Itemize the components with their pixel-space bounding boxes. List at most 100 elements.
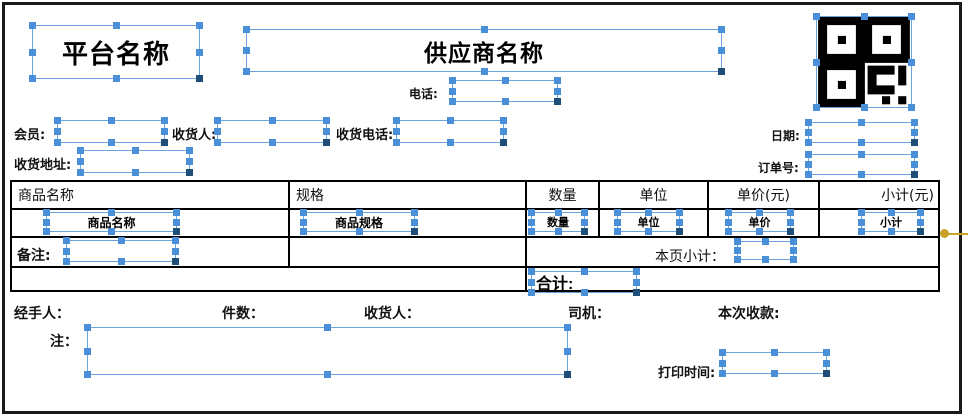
resize-handle-tm[interactable] xyxy=(580,268,588,275)
resize-handle-br[interactable] xyxy=(911,139,918,146)
resize-handle-bl[interactable] xyxy=(858,228,865,235)
resize-handle-bl[interactable] xyxy=(393,139,400,146)
resize-handle-bl[interactable] xyxy=(614,228,621,235)
resize-handle-mr[interactable] xyxy=(173,218,180,226)
resize-handle-bm[interactable] xyxy=(355,228,363,235)
resize-handle-tr[interactable] xyxy=(172,237,179,244)
resize-handle-bl[interactable] xyxy=(214,139,221,146)
resize-handle-bl[interactable] xyxy=(734,256,741,263)
resize-handle-br[interactable] xyxy=(411,228,418,235)
resize-handle-tm[interactable] xyxy=(268,117,276,124)
resize-handle-tr[interactable] xyxy=(161,117,168,124)
resize-handle-ml[interactable] xyxy=(805,161,812,168)
resize-handle-bl[interactable] xyxy=(805,171,812,178)
resize-handle-tr[interactable] xyxy=(554,77,561,84)
remark-input[interactable] xyxy=(63,237,179,265)
resize-handle-ml[interactable] xyxy=(393,128,400,135)
resize-handle-tr[interactable] xyxy=(186,147,193,154)
resize-handle-tl[interactable] xyxy=(528,209,535,216)
resize-handle-tl[interactable] xyxy=(84,324,91,331)
resize-handle-bm[interactable] xyxy=(108,228,115,235)
resize-handle-bm[interactable] xyxy=(756,228,763,235)
resize-handle-bl[interactable] xyxy=(29,75,36,82)
resize-handle-bm[interactable] xyxy=(858,139,865,146)
resize-handle-bm[interactable] xyxy=(268,139,276,146)
resize-handle-tl[interactable] xyxy=(805,119,812,126)
resize-handle-br[interactable] xyxy=(581,228,588,235)
resize-handle-br[interactable] xyxy=(172,258,179,265)
resize-handle-ml[interactable] xyxy=(734,247,741,254)
resize-handle-ml[interactable] xyxy=(214,128,221,135)
resize-handle-tr[interactable] xyxy=(676,209,683,216)
resize-handle-br[interactable] xyxy=(908,104,915,111)
row-quantity-field[interactable]: 数量 xyxy=(528,209,588,235)
resize-handle-mr[interactable] xyxy=(500,128,507,135)
date-input[interactable] xyxy=(805,119,918,146)
resize-handle-tm[interactable] xyxy=(107,117,115,124)
resize-handle-tl[interactable] xyxy=(858,209,865,216)
resize-handle-bl[interactable] xyxy=(813,104,820,111)
resize-handle-bm[interactable] xyxy=(645,228,652,235)
resize-handle-tl[interactable] xyxy=(725,209,732,216)
resize-handle-bl[interactable] xyxy=(719,370,726,377)
resize-handle-bl[interactable] xyxy=(528,289,535,296)
phone-input[interactable] xyxy=(449,77,561,105)
resize-handle-mr[interactable] xyxy=(581,218,588,226)
resize-handle-tl[interactable] xyxy=(805,151,812,158)
resize-handle-bl[interactable] xyxy=(84,371,91,378)
resize-handle-br[interactable] xyxy=(564,371,571,378)
resize-handle-bm[interactable] xyxy=(580,289,588,296)
resize-handle-tl[interactable] xyxy=(614,209,621,216)
resize-handle-tr[interactable] xyxy=(581,209,588,216)
resize-handle-tl[interactable] xyxy=(734,238,741,245)
resize-handle-bl[interactable] xyxy=(54,139,61,146)
resize-handle-tr[interactable] xyxy=(790,238,797,245)
member-input[interactable] xyxy=(54,117,168,146)
resize-handle-br[interactable] xyxy=(676,228,683,235)
resize-handle-br[interactable] xyxy=(790,256,797,263)
resize-handle-tr[interactable] xyxy=(564,324,571,331)
resize-handle-tl[interactable] xyxy=(300,209,307,216)
platform-name-field[interactable]: 平台名称 xyxy=(29,22,203,82)
resize-handle-tl[interactable] xyxy=(43,209,50,216)
resize-handle-tm[interactable] xyxy=(108,209,115,216)
resize-handle-bl[interactable] xyxy=(63,258,70,265)
resize-handle-tr[interactable] xyxy=(911,119,918,126)
resize-handle-tm[interactable] xyxy=(771,349,778,356)
resize-handle-br[interactable] xyxy=(186,169,193,176)
resize-handle-bl[interactable] xyxy=(805,139,812,146)
resize-handle-mr[interactable] xyxy=(564,347,571,355)
resize-handle-ml[interactable] xyxy=(719,359,726,367)
resize-handle-tr[interactable] xyxy=(411,209,418,216)
print-time-input[interactable] xyxy=(719,349,830,377)
row-spec-field[interactable]: 商品规格 xyxy=(300,209,418,235)
resize-handle-tm[interactable] xyxy=(131,147,139,154)
resize-handle-mr[interactable] xyxy=(186,158,193,165)
resize-handle-bm[interactable] xyxy=(887,228,895,235)
row-unit-field[interactable]: 单位 xyxy=(614,209,683,235)
resize-handle-mr[interactable] xyxy=(323,128,330,135)
resize-handle-bm[interactable] xyxy=(446,139,454,146)
resize-handle-bm[interactable] xyxy=(112,75,120,82)
row-subtotal-field[interactable]: 小计 xyxy=(858,209,924,235)
resize-handle-bm[interactable] xyxy=(107,139,115,146)
resize-handle-tm[interactable] xyxy=(117,237,125,244)
resize-handle-mr[interactable] xyxy=(161,128,168,135)
resize-handle-tl[interactable] xyxy=(29,22,36,29)
resize-handle-tl[interactable] xyxy=(54,117,61,124)
resize-handle-mr[interactable] xyxy=(911,161,918,168)
resize-handle-br[interactable] xyxy=(911,171,918,178)
note-textarea[interactable] xyxy=(84,324,571,378)
resize-handle-br[interactable] xyxy=(161,139,168,146)
resize-handle-bm[interactable] xyxy=(771,370,778,377)
resize-handle-tl[interactable] xyxy=(393,117,400,124)
resize-handle-mr[interactable] xyxy=(676,218,683,226)
resize-handle-bl[interactable] xyxy=(725,228,732,235)
address-input[interactable] xyxy=(77,147,193,176)
resize-handle-tl[interactable] xyxy=(243,26,250,33)
resize-handle-tr[interactable] xyxy=(633,268,640,275)
resize-handle-ml[interactable] xyxy=(528,278,535,286)
resize-handle-tm[interactable] xyxy=(762,238,769,245)
consignee-phone-input[interactable] xyxy=(393,117,507,146)
resize-handle-ml[interactable] xyxy=(77,158,84,165)
